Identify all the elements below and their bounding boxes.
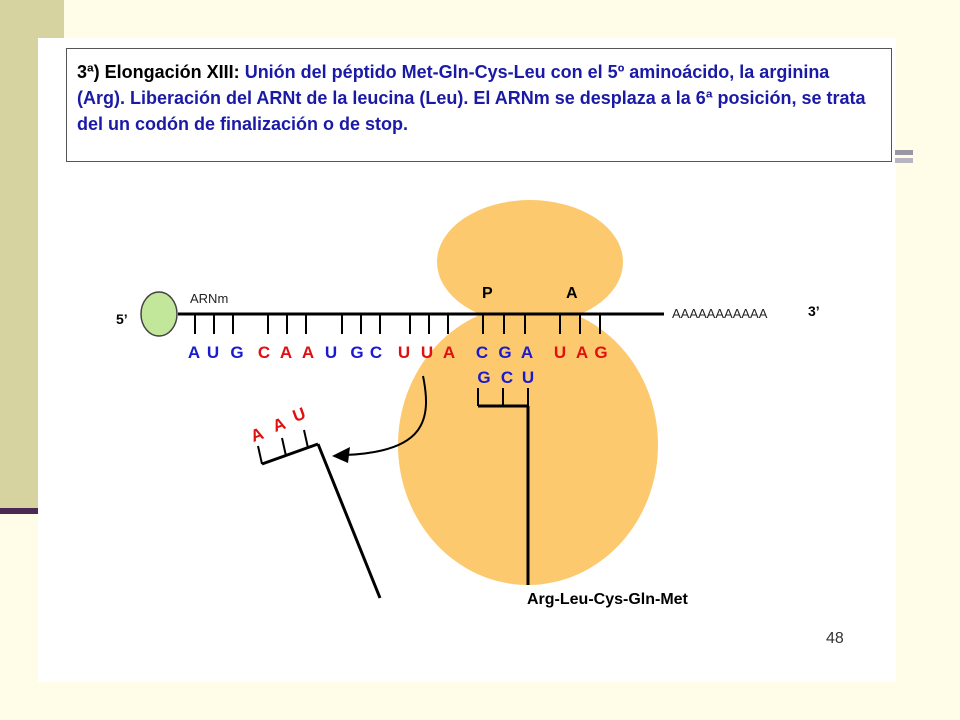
poly-a-tail: AAAAAAAAAAA [672,306,768,321]
accent-bar-bottom [895,158,913,163]
mrna-base: G [230,343,243,362]
mrna-base: C [258,343,270,362]
released-trna-tick-3 [303,429,309,449]
mrna-base: U [398,343,410,362]
released-trna-bar [261,442,319,466]
ribosome-small-subunit [437,200,623,324]
released-anticodon-base: A [248,424,266,446]
mrna-base: A [188,343,200,362]
mrna-base: A [521,343,533,362]
release-arrow [344,375,427,456]
peptide-chain-label: Arg-Leu-Cys-Gln-Met [527,591,689,608]
mrna-base: G [594,343,607,362]
p-site-anticodon-base: C [501,368,513,387]
released-trna-stem [316,443,382,599]
mrna-base: A [443,343,455,362]
mrna-base: A [280,343,292,362]
p-site-anticodon-base: U [522,368,534,387]
accent-bar-top [895,150,913,155]
mrna-base: A [302,343,314,362]
released-trna-tick-2 [281,437,287,457]
caption-box: 3ª) Elongación XIII: Unión del péptido M… [66,48,892,162]
released-anticodon-base: A [270,414,288,436]
caption-heading: 3ª) Elongación XIII: [77,62,240,82]
released-anticodon-base: U [290,404,308,426]
mrna-base-ticks [194,314,601,334]
side-decoration-underline [0,508,64,514]
mrna-base: G [498,343,511,362]
mrna-base: C [370,343,382,362]
a-site-label: A [566,285,578,302]
mrna-base: U [325,343,337,362]
released-trna-tick-1 [257,445,263,465]
mrna-base: U [207,343,219,362]
mrna-base: G [350,343,363,362]
mrna-base: A [576,343,588,362]
five-prime-label: 5’ [116,311,128,327]
mrna-base: U [554,343,566,362]
mrna-base: U [421,343,433,362]
p-site-label: P [482,285,493,302]
release-arrowhead [332,447,350,463]
p-site-anticodon-base: G [477,368,490,387]
caption-body: Unión del péptido Met-Gln-Cys-Leu con el… [77,62,866,134]
page-number: 48 [826,630,844,647]
mrna-base: C [476,343,488,362]
five-prime-cap [140,291,178,337]
three-prime-label: 3’ [808,303,820,319]
mrna-label: ARNm [190,291,228,306]
